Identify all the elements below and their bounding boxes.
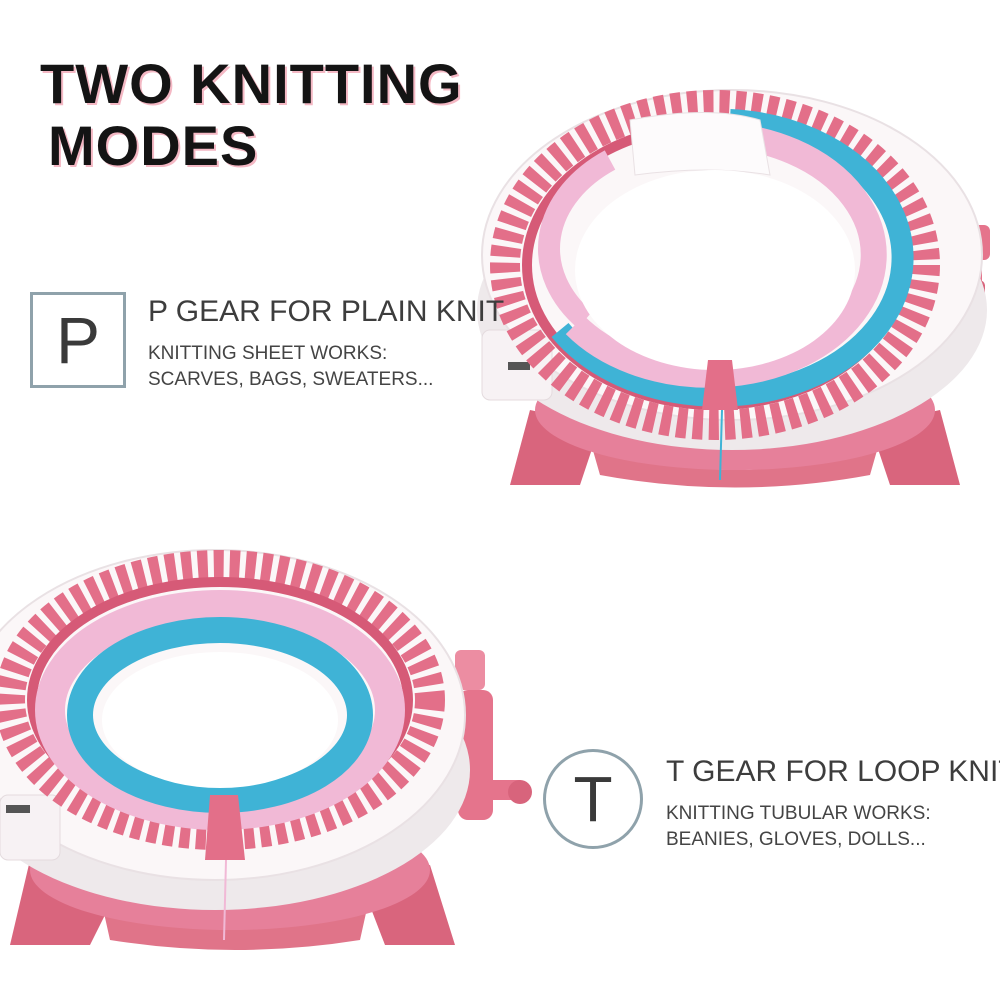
plain-knit-heading: P GEAR FOR PLAIN KNIT <box>148 295 505 328</box>
p-gear-icon: P <box>30 292 126 388</box>
t-gear-icon: T <box>543 749 643 849</box>
loop-knit-line-1: KNITTING TUBULAR WORKS: <box>666 803 931 824</box>
loop-knit-line-2: BEANIES, GLOVES, DOLLS... <box>666 829 926 850</box>
loop-knit-description: T GEAR FOR LOOP KNIT KNITTING TUBULAR WO… <box>666 755 1000 853</box>
headline-line-2: MODES <box>48 114 259 177</box>
plain-knit-line-2: SCARVES, BAGS, SWEATERS... <box>148 369 434 390</box>
knitting-machine-plain-image <box>477 89 990 488</box>
plain-knit-description: P GEAR FOR PLAIN KNIT KNITTING SHEET WOR… <box>148 295 504 393</box>
plain-knit-line-1: KNITTING SHEET WORKS: <box>148 343 388 364</box>
loop-knit-heading: T GEAR FOR LOOP KNIT <box>666 755 1000 788</box>
headline-line-1: TWO KNITTING <box>40 52 463 115</box>
knitting-machine-loop-image <box>0 549 532 950</box>
